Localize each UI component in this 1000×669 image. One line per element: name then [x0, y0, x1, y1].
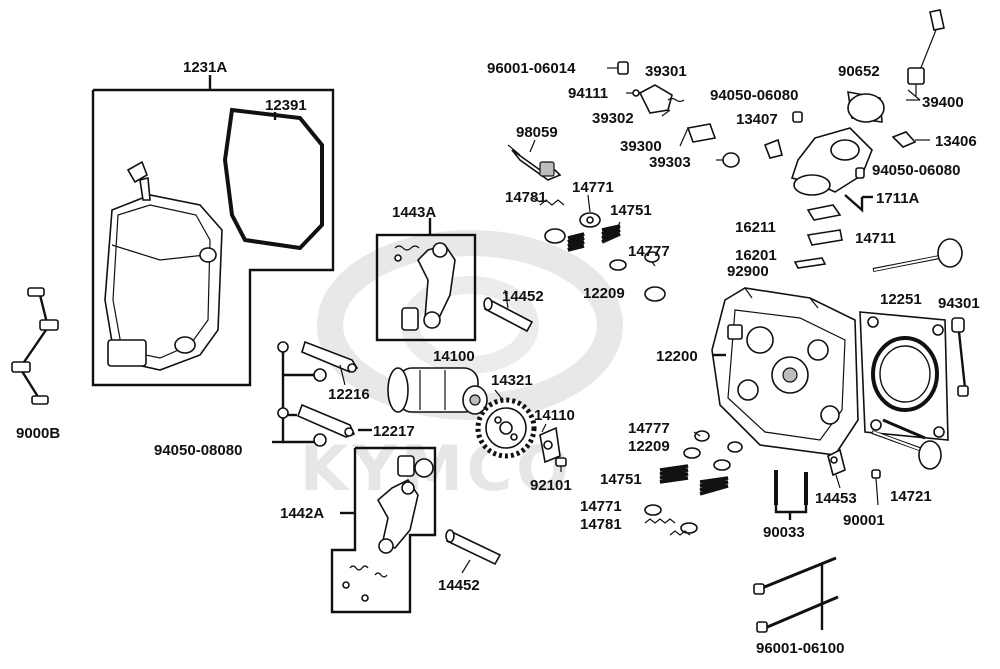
label-12209-top: 12209: [583, 285, 625, 302]
label-16211: 16211: [735, 219, 776, 236]
label-13407: 13407: [736, 111, 778, 128]
label-12200: 12200: [656, 348, 698, 365]
label-98059: 98059: [516, 124, 558, 141]
label-39301: 39301: [645, 63, 687, 80]
cylinder-head-12200: [711, 287, 859, 456]
throttle-sensor-parts: [763, 9, 945, 269]
label-39400: 39400: [922, 94, 964, 111]
label-14777-top: 14777: [628, 243, 670, 260]
label-96001-06100: 96001-06100: [756, 640, 844, 657]
tensioner-14453: [827, 448, 881, 506]
valve-14711: [872, 238, 963, 272]
label-16201: 16201: [735, 247, 777, 264]
spark-plug-98059: [507, 139, 562, 181]
group-1443A-rocker-arm: [375, 218, 477, 342]
label-13406: 13406: [935, 133, 977, 150]
label-14100: 14100: [433, 348, 475, 365]
pin-14452-bottom: [445, 529, 502, 574]
label-12251: 12251: [880, 291, 922, 308]
cam-sprocket-14321: [475, 389, 537, 459]
label-14777-bottom: 14777: [628, 420, 670, 437]
group-1231A-frame: [91, 88, 335, 387]
group-1442A-rocker-arm: [330, 446, 437, 614]
dowel-94301: [951, 317, 969, 397]
label-39303: 39303: [649, 154, 691, 171]
label-14452-top: 14452: [502, 288, 544, 305]
label-92101: 92101: [530, 477, 572, 494]
group-1443A-frame: [375, 233, 477, 342]
group-1231A-cylinder-head-cover: [91, 75, 335, 387]
bolt-92101: [555, 457, 567, 472]
label-39302: 39302: [592, 110, 634, 127]
label-1443A: 1443A: [392, 204, 436, 221]
label-14453: 14453: [815, 490, 857, 507]
label-1231A: 1231A: [183, 59, 227, 76]
label-14781-top: 14781: [505, 189, 547, 206]
label-14321: 14321: [491, 372, 533, 389]
gasket-12251: [859, 311, 949, 441]
cover-gasket: [222, 107, 324, 251]
label-14721: 14721: [890, 488, 932, 505]
nuts-94050-08080: [272, 341, 327, 447]
label-14452-bottom: 14452: [438, 577, 480, 594]
label-14751-bottom: 14751: [600, 471, 642, 488]
pin-14452-top: [483, 289, 534, 333]
label-94301: 94301: [938, 295, 980, 312]
label-14751-top: 14751: [610, 202, 652, 219]
label-94050-08080: 94050-08080: [154, 442, 242, 459]
label-14771-top: 14771: [572, 179, 614, 196]
camshaft-14100: [387, 367, 488, 415]
label-1711A: 1711A: [876, 190, 920, 207]
label-9000B: 9000B: [16, 425, 60, 442]
label-94050-06080-b: 94050-06080: [872, 162, 960, 179]
label-96001-06014: 96001-06014: [487, 60, 576, 77]
valve-14721: [871, 418, 942, 470]
label-14781-bottom: 14781: [580, 516, 622, 533]
group-1442A-frame: [330, 446, 437, 614]
chain-guides: [296, 340, 372, 438]
label-94050-06080-a: 94050-06080: [710, 87, 798, 104]
cylinder-head-cover: [104, 194, 223, 371]
bolts-9000B: [11, 287, 59, 405]
label-94111: 94111: [568, 85, 608, 102]
label-92900: 92900: [727, 263, 769, 280]
studs-90033: [774, 470, 808, 520]
label-90033: 90033: [763, 524, 805, 541]
valve-springs-top: [532, 194, 666, 302]
label-14771-bottom: 14771: [580, 498, 622, 515]
label-12217: 12217: [373, 423, 415, 440]
valve-springs-bottom: [644, 430, 743, 536]
label-1442A: 1442A: [280, 505, 324, 522]
label-12391: 12391: [265, 97, 307, 114]
label-90001: 90001: [843, 512, 885, 529]
plate-14110: [539, 423, 561, 464]
label-14110: 14110: [534, 407, 575, 424]
injector-parts: [607, 61, 740, 168]
long-bolts-96001-06100: [753, 556, 839, 633]
label-90652: 90652: [838, 63, 880, 80]
label-12209-bottom: 12209: [628, 438, 670, 455]
label-14711: 14711: [855, 230, 896, 247]
label-39300: 39300: [620, 138, 662, 155]
label-12216: 12216: [328, 386, 370, 403]
